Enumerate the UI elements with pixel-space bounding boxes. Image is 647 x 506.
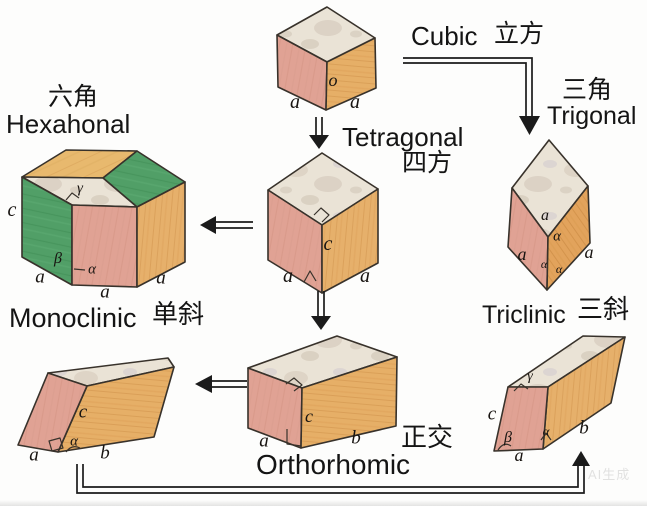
arrow-line-inner bbox=[403, 62, 527, 117]
cubic-cell-illustration bbox=[276, 6, 377, 111]
cubic-edge-label-a-left: a bbox=[290, 91, 300, 113]
image-bottom-shadow bbox=[0, 500, 647, 506]
trigonal-edge-label-a-left: a bbox=[517, 244, 527, 264]
orthorhombic-title-zh: 正交 bbox=[401, 422, 454, 452]
tetragonal-right-angle-mark-bottom bbox=[303, 270, 317, 283]
tetragonal-edge-label-c: c bbox=[323, 233, 333, 255]
hexagonal-title-zh: 六角 bbox=[48, 83, 99, 111]
hexagonal-edge-label-a-left: a bbox=[35, 266, 45, 288]
trigonal-right-face bbox=[546, 185, 591, 291]
orthorhombic-right-angle-mark-bottom bbox=[286, 429, 302, 447]
arrow-head bbox=[195, 375, 212, 393]
triclinic-title-zh: 三斜 bbox=[577, 294, 630, 324]
hexagonal-edge-label-a-front: a bbox=[100, 281, 110, 303]
hexagonal-right-face bbox=[136, 181, 186, 288]
hexagonal-cell-illustration bbox=[21, 149, 186, 288]
tetragonal-right-angle-mark-top bbox=[313, 207, 330, 223]
orthorhombic-edge-label-a: a bbox=[259, 430, 269, 452]
trigonal-cell-illustration bbox=[507, 139, 591, 291]
triclinic-edge-label-a: a bbox=[514, 445, 524, 465]
hexagonal-title-en: Hexahonal bbox=[6, 109, 131, 139]
tetragonal-right-face bbox=[321, 188, 379, 294]
monoclinic-alpha-angle-arc bbox=[65, 446, 81, 453]
monoclinic-edge-label-c: c bbox=[78, 401, 88, 423]
trigonal-title-en: Trigonal bbox=[547, 102, 637, 130]
monoclinic-title-zh: 单斜 bbox=[152, 299, 205, 329]
arrow-head bbox=[309, 135, 329, 149]
arrow-orthorhombic-to-monoclinic bbox=[195, 375, 247, 393]
orthorhombic-title-en: Orthorhomic bbox=[256, 449, 411, 480]
triclinic-angle-label-gamma: γ bbox=[527, 369, 533, 384]
watermark: AI生成 bbox=[588, 467, 631, 482]
arrow-head bbox=[200, 216, 216, 234]
hexagonal-alpha-pointer-line bbox=[73, 268, 86, 271]
trigonal-angle-label-alpha-bottom-left: α bbox=[540, 257, 548, 271]
arrow-line-outer bbox=[403, 57, 533, 117]
triclinic-title-en: Triclinic bbox=[482, 301, 566, 329]
orthorhombic-front-face bbox=[300, 356, 398, 449]
cubic-right-face bbox=[325, 37, 377, 111]
arrow-line-inner bbox=[82, 464, 579, 488]
triclinic-angle-label-beta: β bbox=[504, 429, 512, 446]
trigonal-title-zh: 三角 bbox=[562, 76, 613, 104]
tetragonal-edge-label-a-left: a bbox=[283, 265, 293, 287]
triclinic-angle-label-alpha: α bbox=[542, 423, 550, 439]
hexagonal-gamma-angle-mark bbox=[65, 192, 80, 201]
tetragonal-edge-label-a-right: a bbox=[360, 265, 370, 287]
monoclinic-left-face bbox=[17, 372, 88, 453]
cubic-title-en: Cubic bbox=[411, 21, 478, 51]
trigonal-edge-label-a-right: a bbox=[584, 242, 594, 262]
trigonal-edge-label-a-top: a bbox=[541, 207, 549, 224]
triclinic-cell-illustration bbox=[493, 335, 626, 452]
monoclinic-title-en: Monoclinic bbox=[9, 303, 137, 333]
tetragonal-cell-illustration bbox=[267, 152, 379, 294]
monoclinic-edge-label-a: a bbox=[29, 444, 39, 466]
monoclinic-right-angle-square bbox=[48, 437, 64, 452]
arrow-cubic-to-tetragonal bbox=[309, 117, 329, 149]
arrow-tetragonal-to-orthorhombic bbox=[311, 291, 331, 330]
tetragonal-title-zh: 四方 bbox=[402, 149, 453, 177]
orthorhombic-edge-label-b: b bbox=[351, 427, 361, 449]
hexagonal-angle-label-gamma: γ bbox=[77, 180, 83, 197]
trigonal-angle-label-alpha-bottom-right: α bbox=[555, 262, 563, 276]
monoclinic-angle-label-alpha: α bbox=[70, 433, 78, 450]
arrow-monoclinic-to-triclinic bbox=[76, 451, 590, 494]
arrow-line-outer bbox=[76, 464, 585, 494]
hexagonal-angle-label-beta: β bbox=[54, 250, 62, 267]
hexagonal-angle-label-alpha: α bbox=[88, 261, 96, 278]
hexagonal-edge-label-c: c bbox=[7, 199, 17, 221]
trigonal-angle-label-alpha-mid: α bbox=[553, 228, 561, 245]
orthorhombic-edge-label-c: c bbox=[305, 406, 313, 426]
monoclinic-cell-illustration bbox=[17, 357, 175, 453]
arrow-tetragonal-to-hexagonal bbox=[200, 216, 253, 234]
triclinic-beta-angle-arc bbox=[497, 443, 512, 451]
arrow-cubic-to-trigonal bbox=[403, 57, 540, 135]
triclinic-gamma-angle-mark bbox=[513, 383, 529, 392]
triclinic-edge-label-b: b bbox=[579, 417, 589, 439]
hexagonal-front-face bbox=[71, 204, 138, 288]
arrow-head bbox=[572, 451, 590, 466]
arrow-head bbox=[519, 116, 540, 135]
triclinic-edge-label-c: c bbox=[487, 403, 497, 425]
monoclinic-edge-label-b: b bbox=[100, 442, 110, 464]
orthorhombic-cell-illustration bbox=[247, 335, 398, 449]
cubic-edge-label-a-right: a bbox=[350, 91, 360, 113]
triclinic-alpha-angle-mark bbox=[540, 432, 552, 441]
arrow-head bbox=[311, 316, 331, 330]
orthorhombic-right-angle-mark-top bbox=[285, 377, 303, 392]
triclinic-front-face bbox=[493, 386, 549, 452]
tetragonal-title-en: Tetragonal bbox=[342, 122, 464, 152]
hexagonal-edge-label-a-right: a bbox=[156, 267, 166, 289]
cubic-edge-label-o: o bbox=[328, 70, 338, 90]
cubic-title-zh: 立方 bbox=[494, 20, 545, 48]
